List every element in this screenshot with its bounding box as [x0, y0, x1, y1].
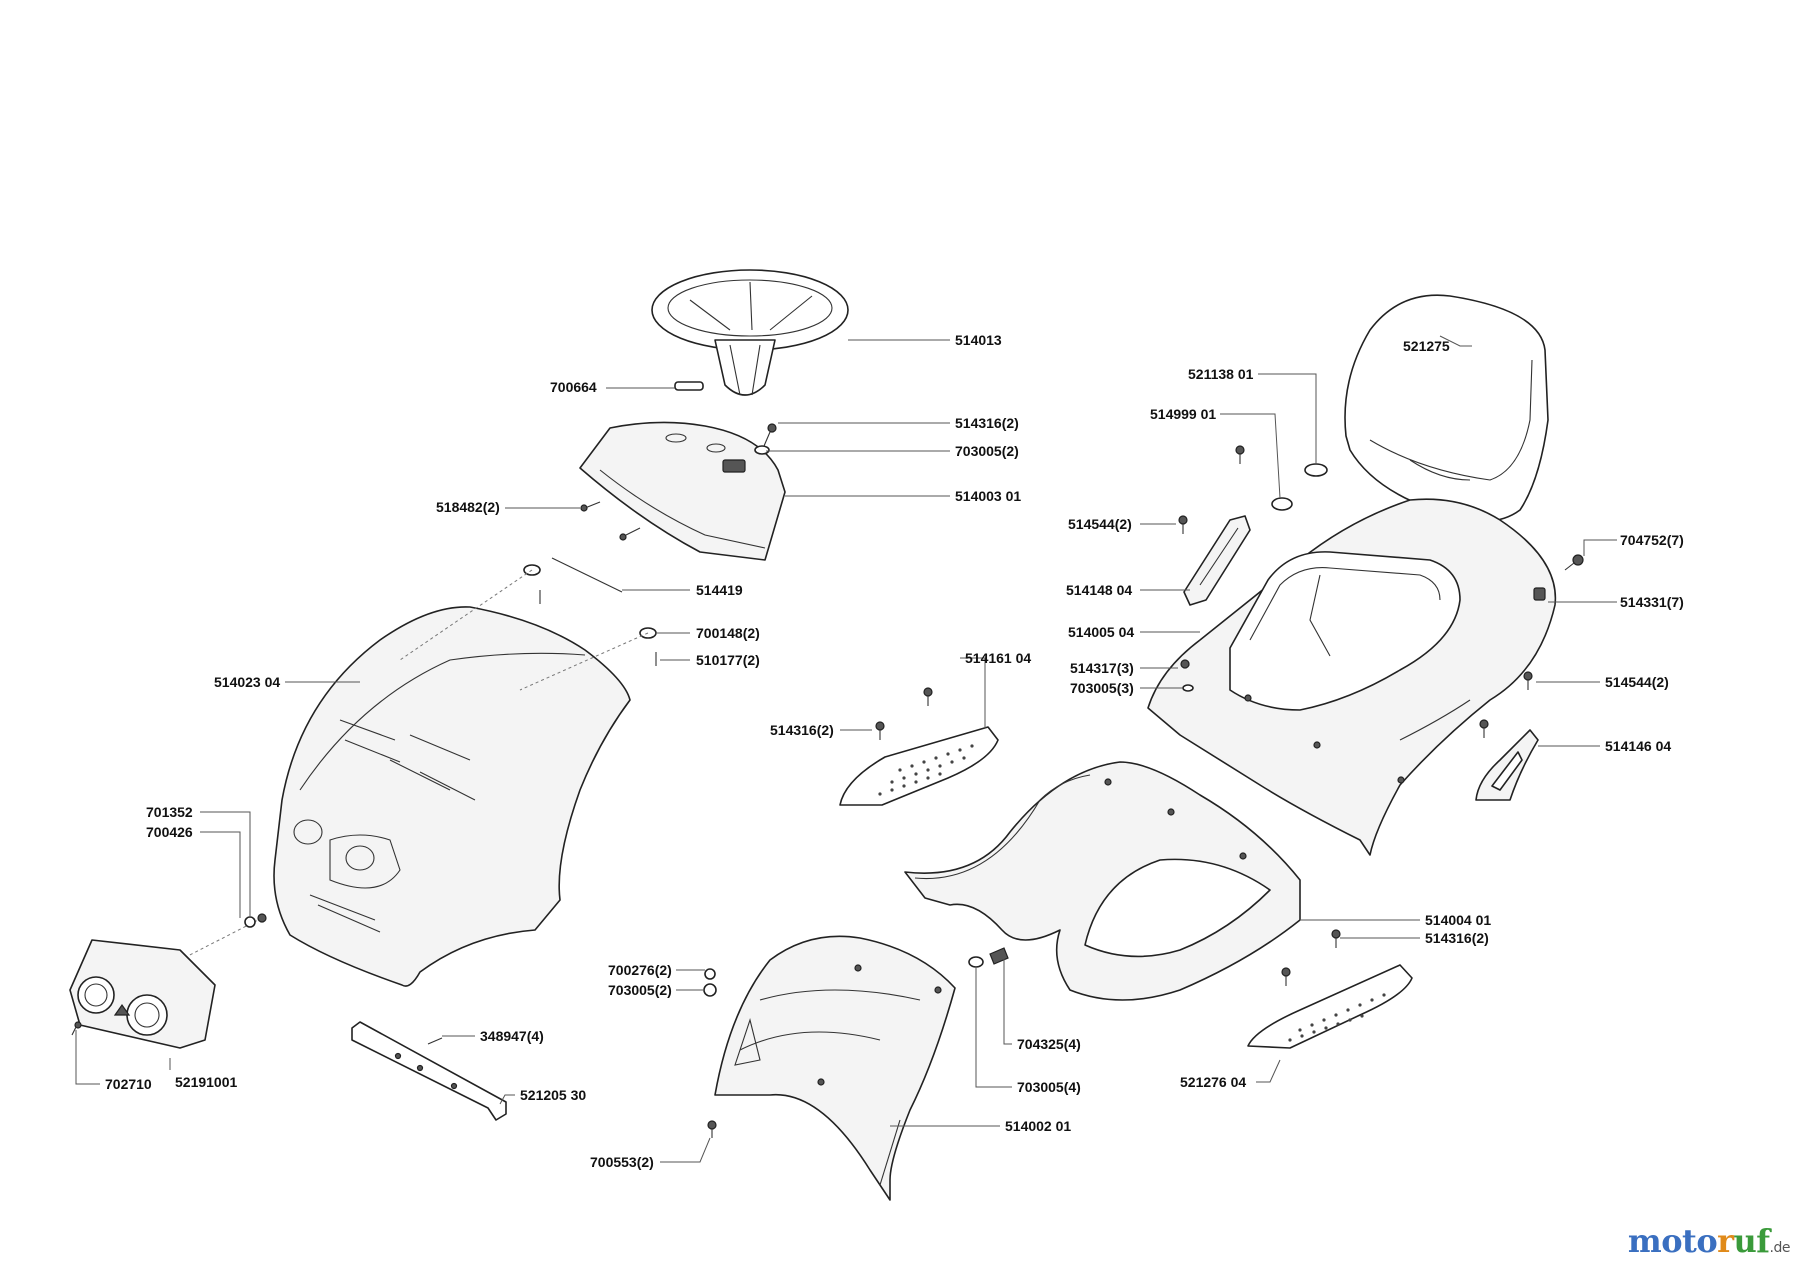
hood: [273, 606, 631, 987]
brand-logo: motoruf.de: [1627, 1222, 1791, 1260]
label-screw-518482: 518482(2): [436, 499, 500, 515]
label-washer-700426: 700426: [146, 824, 193, 840]
label-cap-514999: 514999 01: [1150, 406, 1216, 422]
label-screw-dash: 514316(2): [955, 415, 1019, 431]
side-cover: [1475, 729, 1539, 801]
footboard: [904, 761, 1301, 1001]
label-screw-footboard: 514316(2): [1425, 930, 1489, 946]
seat: [1344, 294, 1549, 523]
label-footplate-left: 514161 04: [965, 650, 1031, 666]
screws-518482: [580, 501, 641, 541]
label-dash-cover: 514003 01: [955, 488, 1021, 504]
label-screw-700553: 700553(2): [590, 1154, 654, 1170]
label-headlight: 52191001: [175, 1074, 238, 1090]
label-seat: 521275: [1403, 338, 1450, 354]
leader-lines: [75, 335, 1617, 1163]
nut-701352-washer-700426: [244, 913, 267, 928]
screw-footboard: [1331, 929, 1341, 948]
label-bolt-704325: 704325(4): [1017, 1036, 1081, 1052]
bolt-348947: [427, 1037, 443, 1045]
label-cover-514146: 514146 04: [1605, 738, 1671, 754]
nut-700276-washer-703005: [703, 968, 717, 997]
washer-dash: [754, 445, 770, 455]
footplate-left: [839, 726, 999, 806]
label-clip-514331: 514331(7): [1620, 594, 1684, 610]
steering-wheel: [651, 269, 849, 396]
label-washer-703005-lower: 703005(2): [608, 982, 672, 998]
label-washer-703005-3: 703005(3): [1070, 680, 1134, 696]
rear-body: [1147, 498, 1557, 856]
cap-521138: [1304, 463, 1328, 477]
label-bolt-348947: 348947(4): [480, 1028, 544, 1044]
screw-514544-right: [1523, 671, 1533, 690]
label-lever-cover: 514148 04: [1066, 582, 1132, 598]
screw-side-cover: [1479, 719, 1489, 738]
label-washer-703005-4: 703005(4): [1017, 1079, 1081, 1095]
label-front-cover: 514002 01: [1005, 1118, 1071, 1134]
bolt-510177: [539, 590, 657, 666]
screw-702710: [71, 1021, 82, 1036]
label-screw-footplate: 514316(2): [770, 722, 834, 738]
label-steering-wheel: 514013: [955, 332, 1002, 348]
bracket: [351, 1021, 507, 1121]
label-screw-514544-right: 514544(2): [1605, 674, 1669, 690]
label-washer-700148: 700148(2): [696, 625, 760, 641]
label-screw-704752: 704752(7): [1620, 532, 1684, 548]
rod-part: [551, 557, 623, 593]
label-screw-514317: 514317(3): [1070, 660, 1134, 676]
label-rod: 514419: [696, 582, 743, 598]
label-footboard: 514004 01: [1425, 912, 1491, 928]
screw-700553: [707, 1120, 717, 1138]
screw-top-center: [1235, 445, 1245, 464]
label-nut-701352: 701352: [146, 804, 193, 820]
dash-lines-hood: [179, 569, 649, 961]
label-cap-521138: 521138 01: [1188, 366, 1254, 382]
screw-514544-left: [1178, 515, 1188, 534]
headlight: [69, 939, 216, 1049]
pin-part: [674, 381, 704, 391]
label-screw-514544-left: 514544(2): [1068, 516, 1132, 532]
lever-cover: [1183, 515, 1251, 606]
label-washer-dash: 703005(2): [955, 443, 1019, 459]
cap-514999: [1271, 497, 1293, 511]
footplate-right: [1247, 964, 1413, 1049]
label-pin: 700664: [550, 379, 597, 395]
label-bolt-510177: 510177(2): [696, 652, 760, 668]
label-bracket: 521205 30: [520, 1087, 586, 1103]
label-footplate-right: 521276 04: [1180, 1074, 1246, 1090]
clip-514331: [1533, 587, 1546, 601]
screw-514317-washer-703005: [1180, 659, 1194, 692]
label-hood: 514023 04: [214, 674, 280, 690]
screw-footplate-right: [1281, 967, 1291, 986]
bolt-704325-washer-703005: [968, 947, 1009, 968]
dash-cover: [579, 421, 786, 561]
front-cover: [714, 935, 956, 1201]
label-rear-body: 514005 04: [1068, 624, 1134, 640]
screw-704752: [1564, 554, 1584, 571]
screws-footplate-left: [875, 687, 933, 740]
screw-dash: [763, 423, 777, 447]
label-nut-700276: 700276(2): [608, 962, 672, 978]
label-screw-702710: 702710: [105, 1076, 152, 1092]
